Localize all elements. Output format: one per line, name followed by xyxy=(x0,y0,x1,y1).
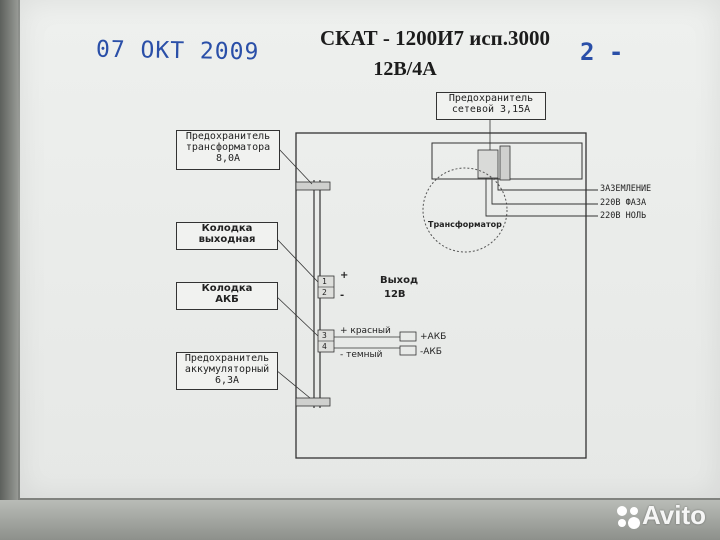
pin-2: 2 xyxy=(322,288,327,297)
akb-minus-out: -АКБ xyxy=(420,347,442,357)
akb-block-line2: АКБ xyxy=(215,294,239,305)
akb-minus-label: - темный xyxy=(340,350,383,360)
transformer-label: Трансформатор xyxy=(428,220,502,229)
stamp-mark: 2 - xyxy=(580,38,624,66)
neutral-wire xyxy=(485,178,598,217)
date-stamp: 07 ОКТ 2009 xyxy=(95,36,260,66)
model-title: СКАТ - 1200И7 исп.3000 xyxy=(319,26,551,50)
phase-label: 220В ФАЗА xyxy=(600,198,647,208)
model-rating: 12В/4А xyxy=(373,58,437,80)
output-block-leader xyxy=(275,237,319,283)
akb-plus-clip xyxy=(399,331,417,342)
output-block-callout: Колодка выходная xyxy=(176,222,278,250)
ground-label: ЗАЗЕМЛЕНИЕ xyxy=(600,184,652,194)
battery-fuse-leader xyxy=(275,369,311,399)
pin-1: 1 xyxy=(322,277,327,286)
transformer-fuse-line3: 8,0А xyxy=(215,153,241,164)
battery-fuse-line2: аккумуляторный xyxy=(184,364,270,375)
pin-3: 3 xyxy=(322,331,327,340)
output-minus: - xyxy=(340,290,345,301)
output-plus: + xyxy=(340,270,349,281)
transformer-fuse-leader xyxy=(277,147,313,185)
akb-plus-out: +АКБ xyxy=(420,332,447,342)
ground-wire xyxy=(497,178,598,191)
mains-fuse-line1: Предохранитель xyxy=(448,93,534,104)
battery-fuse-line3: 6,3А xyxy=(214,375,240,386)
board-outline xyxy=(295,132,587,459)
housing-bottom-edge xyxy=(0,500,720,540)
transformer-fuse-callout: Предохранитель трансформатора 8,0А xyxy=(176,130,280,170)
housing-edge-shadow xyxy=(0,0,18,540)
output-voltage: 12В xyxy=(384,289,406,300)
output-block-line2: выходная xyxy=(198,234,256,245)
transformer-fuse xyxy=(295,181,331,191)
output-label: Выход xyxy=(380,275,419,286)
battery-fuse xyxy=(295,397,331,407)
mains-fuse xyxy=(499,145,511,181)
wiring-label xyxy=(20,0,720,498)
phase-wire xyxy=(491,178,598,205)
pin-4: 4 xyxy=(322,342,327,351)
avito-logo-icon xyxy=(617,506,640,529)
mains-terminal xyxy=(477,149,499,179)
mains-fuse-line2: сетевой 3,15А xyxy=(451,104,531,115)
akb-block-callout: Колодка АКБ xyxy=(176,282,278,310)
battery-fuse-callout: Предохранитель аккумуляторный 6,3А xyxy=(176,352,278,390)
akb-block-line1: Колодка xyxy=(201,283,253,294)
output-block-line1: Колодка xyxy=(201,223,253,234)
akb-plus-label: + красный xyxy=(340,326,391,336)
avito-watermark: Avito xyxy=(642,500,707,530)
akb-block-leader xyxy=(275,295,319,337)
transformer-outline xyxy=(422,167,508,253)
battery-fuse-line1: Предохранитель xyxy=(184,353,270,364)
mains-fuse-callout: Предохранитель сетевой 3,15А xyxy=(436,92,546,120)
transformer-fuse-line2: трансформатора xyxy=(185,142,271,153)
akb-minus-clip xyxy=(399,345,417,356)
transformer-fuse-line1: Предохранитель xyxy=(185,131,271,142)
neutral-label: 220В НОЛЬ xyxy=(600,211,647,221)
